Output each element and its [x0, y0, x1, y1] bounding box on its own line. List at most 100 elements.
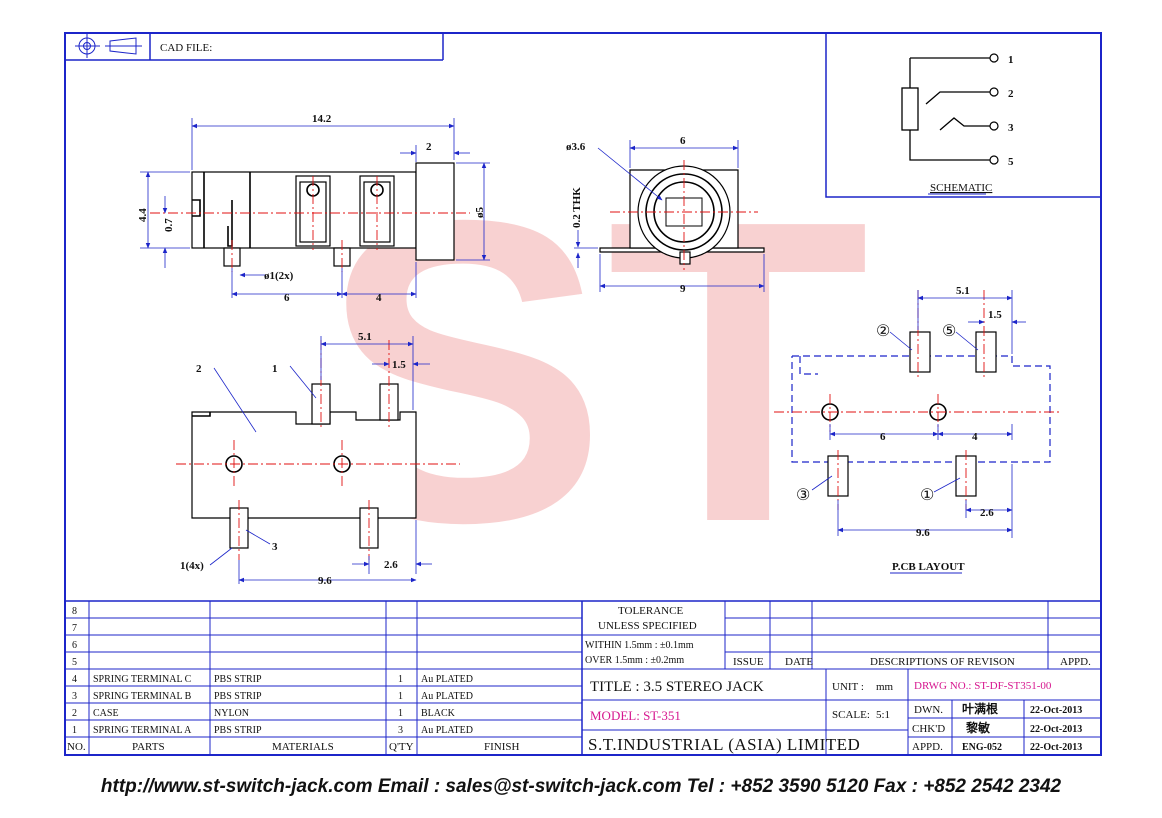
bom-cell-no: 3	[72, 691, 77, 702]
dim-body: 6	[680, 135, 686, 147]
dim-length: 14.2	[312, 113, 332, 125]
rev-desc: DESCRIPTIONS OF REVISON	[870, 656, 1015, 668]
appd-date: 22-Oct-2013	[1030, 742, 1082, 753]
schematic-pin-3: 3	[1008, 122, 1014, 134]
dim-pitch-b: 4	[376, 292, 382, 304]
pcb-dim-6: 6	[880, 431, 886, 443]
bom-cell-part: SPRING TERMINAL C	[93, 674, 192, 685]
cad-file-label: CAD FILE:	[160, 42, 212, 54]
front-view: 6 ø3.6 0.2 THK 9	[566, 135, 765, 295]
bom-cell-no: 7	[72, 623, 77, 634]
schematic-pin-1: 1	[1008, 54, 1014, 66]
pcb-dim-96: 9.6	[916, 527, 930, 539]
bom-cell-qty: 3	[398, 725, 403, 736]
bom-cell-no: 5	[72, 657, 77, 668]
top-callout-qty: 1(4x)	[180, 560, 204, 572]
dim-thk: 0.2 THK	[571, 187, 583, 228]
appd-label: APPD.	[912, 741, 943, 753]
scale-label: SCALE:	[832, 709, 870, 721]
schematic-caption: SCHEMATIC	[930, 182, 992, 194]
bom-cell-finish: Au PLATED	[421, 725, 473, 736]
chkd-name: 黎敏	[966, 720, 991, 735]
bom-cell-finish: Au PLATED	[421, 691, 473, 702]
dim-bore: ø3.6	[566, 141, 586, 153]
scale-value: 5:1	[876, 709, 890, 721]
drawing-number: DRWG NO.: ST-DF-ST351-00	[914, 680, 1052, 692]
pcb-callout-5: ⑤	[942, 323, 956, 340]
schematic-pin-5: 5	[1008, 156, 1014, 168]
bom-cell-finish: BLACK	[421, 708, 456, 719]
unit-label: UNIT :	[832, 681, 864, 693]
bom-cell-part: SPRING TERMINAL A	[93, 725, 192, 736]
chkd-label: CHK'D	[912, 723, 945, 735]
unit-value: mm	[876, 681, 894, 693]
top-callout-1: 1	[272, 363, 278, 375]
pcb-caption: P.CB LAYOUT	[892, 561, 965, 573]
bom-header-finish: FINISH	[484, 741, 520, 753]
appd-name: ENG-052	[962, 742, 1002, 753]
bom-cell-part: SPRING TERMINAL B	[93, 691, 192, 702]
schematic-pin-2: 2	[1008, 88, 1014, 100]
title-text: TITLE : 3.5 STEREO JACK	[590, 679, 764, 695]
pcb-dim-4: 4	[972, 431, 978, 443]
top-callout-2: 2	[196, 363, 202, 375]
dim-height: 4.4	[137, 208, 149, 222]
bom-cell-no: 1	[72, 725, 77, 736]
bom-cell-part: CASE	[93, 708, 119, 719]
dim-dia: ø5	[474, 207, 486, 219]
top-dim-96: 9.6	[318, 575, 332, 587]
model-text: MODEL: ST-351	[590, 708, 681, 723]
bom-cell-material: PBS STRIP	[214, 674, 262, 685]
bom-cell-qty: 1	[398, 674, 403, 685]
dim-pitch-a: 6	[284, 292, 290, 304]
projection-symbol	[75, 34, 142, 58]
bom-cell-qty: 1	[398, 708, 403, 719]
top-dim-51: 5.1	[358, 331, 372, 343]
bom-cell-material: PBS STRIP	[214, 725, 262, 736]
bom-cell-material: PBS STRIP	[214, 691, 262, 702]
bom-cell-qty: 1	[398, 691, 403, 702]
rev-issue: ISSUE	[733, 656, 764, 668]
top-dim-15: 1.5	[392, 359, 406, 371]
dim-offset: 0.7	[163, 218, 175, 232]
dwn-label: DWN.	[914, 704, 943, 716]
pcb-callout-2: ②	[876, 323, 890, 340]
bom-header-qty: Q'TY	[389, 741, 414, 753]
dim-head: 2	[426, 141, 432, 153]
top-view: 5.1 1.5 2 1 3 1(4x) 2.6 9.6	[176, 331, 460, 587]
top-dim-26: 2.6	[384, 559, 398, 571]
dim-pin-dia: ø1(2x)	[264, 270, 294, 282]
bom-cell-finish: Au PLATED	[421, 674, 473, 685]
bom-cell-no: 6	[72, 640, 77, 651]
bom-cell-no: 4	[72, 674, 77, 685]
dwn-name: 叶满根	[962, 701, 998, 716]
pcb-dim-15: 1.5	[988, 309, 1002, 321]
bom-cell-material: NYLON	[214, 708, 249, 719]
tolerance-over: OVER 1.5mm : ±0.2mm	[585, 655, 684, 666]
drawing-frame	[64, 32, 1102, 756]
contact-footer: http://www.st-switch-jack.com Email : sa…	[100, 776, 1062, 797]
bom-header-no: NO.	[67, 741, 86, 753]
technical-drawing: ST CAD FILE: 1 2 3 5 SCHEMATIC	[64, 32, 1102, 756]
company-name: S.T.INDUSTRIAL (ASIA) LIMITED	[588, 735, 860, 754]
bom-header-materials: MATERIALS	[272, 741, 334, 753]
rev-appd: APPD.	[1060, 656, 1091, 668]
pcb-dim-51: 5.1	[956, 285, 970, 297]
tolerance-within: WITHIN 1.5mm : ±0.1mm	[585, 640, 694, 651]
bom-header-parts: PARTS	[132, 741, 165, 753]
tolerance-title: TOLERANCE	[618, 605, 683, 617]
pcb-layout: 5.1 1.5 ② ⑤ 6 4 ③ ① 2.6 9.6 P.CB LAYOUT	[774, 285, 1060, 574]
pcb-callout-1: ①	[920, 487, 934, 504]
bom-cell-no: 2	[72, 708, 77, 719]
side-view: 14.2 2 4.4 0.7 ø5 ø1(2x) 6 4	[137, 113, 490, 304]
pcb-dim-26: 2.6	[980, 507, 994, 519]
pcb-callout-3: ③	[796, 487, 810, 504]
chkd-date: 22-Oct-2013	[1030, 724, 1082, 735]
schematic-panel: 1 2 3 5 SCHEMATIC	[825, 32, 1102, 198]
rev-date: DATE	[785, 656, 813, 668]
tolerance-subtitle: UNLESS SPECIFIED	[598, 620, 697, 632]
cad-header: CAD FILE:	[65, 33, 444, 61]
top-callout-3: 3	[272, 541, 278, 553]
